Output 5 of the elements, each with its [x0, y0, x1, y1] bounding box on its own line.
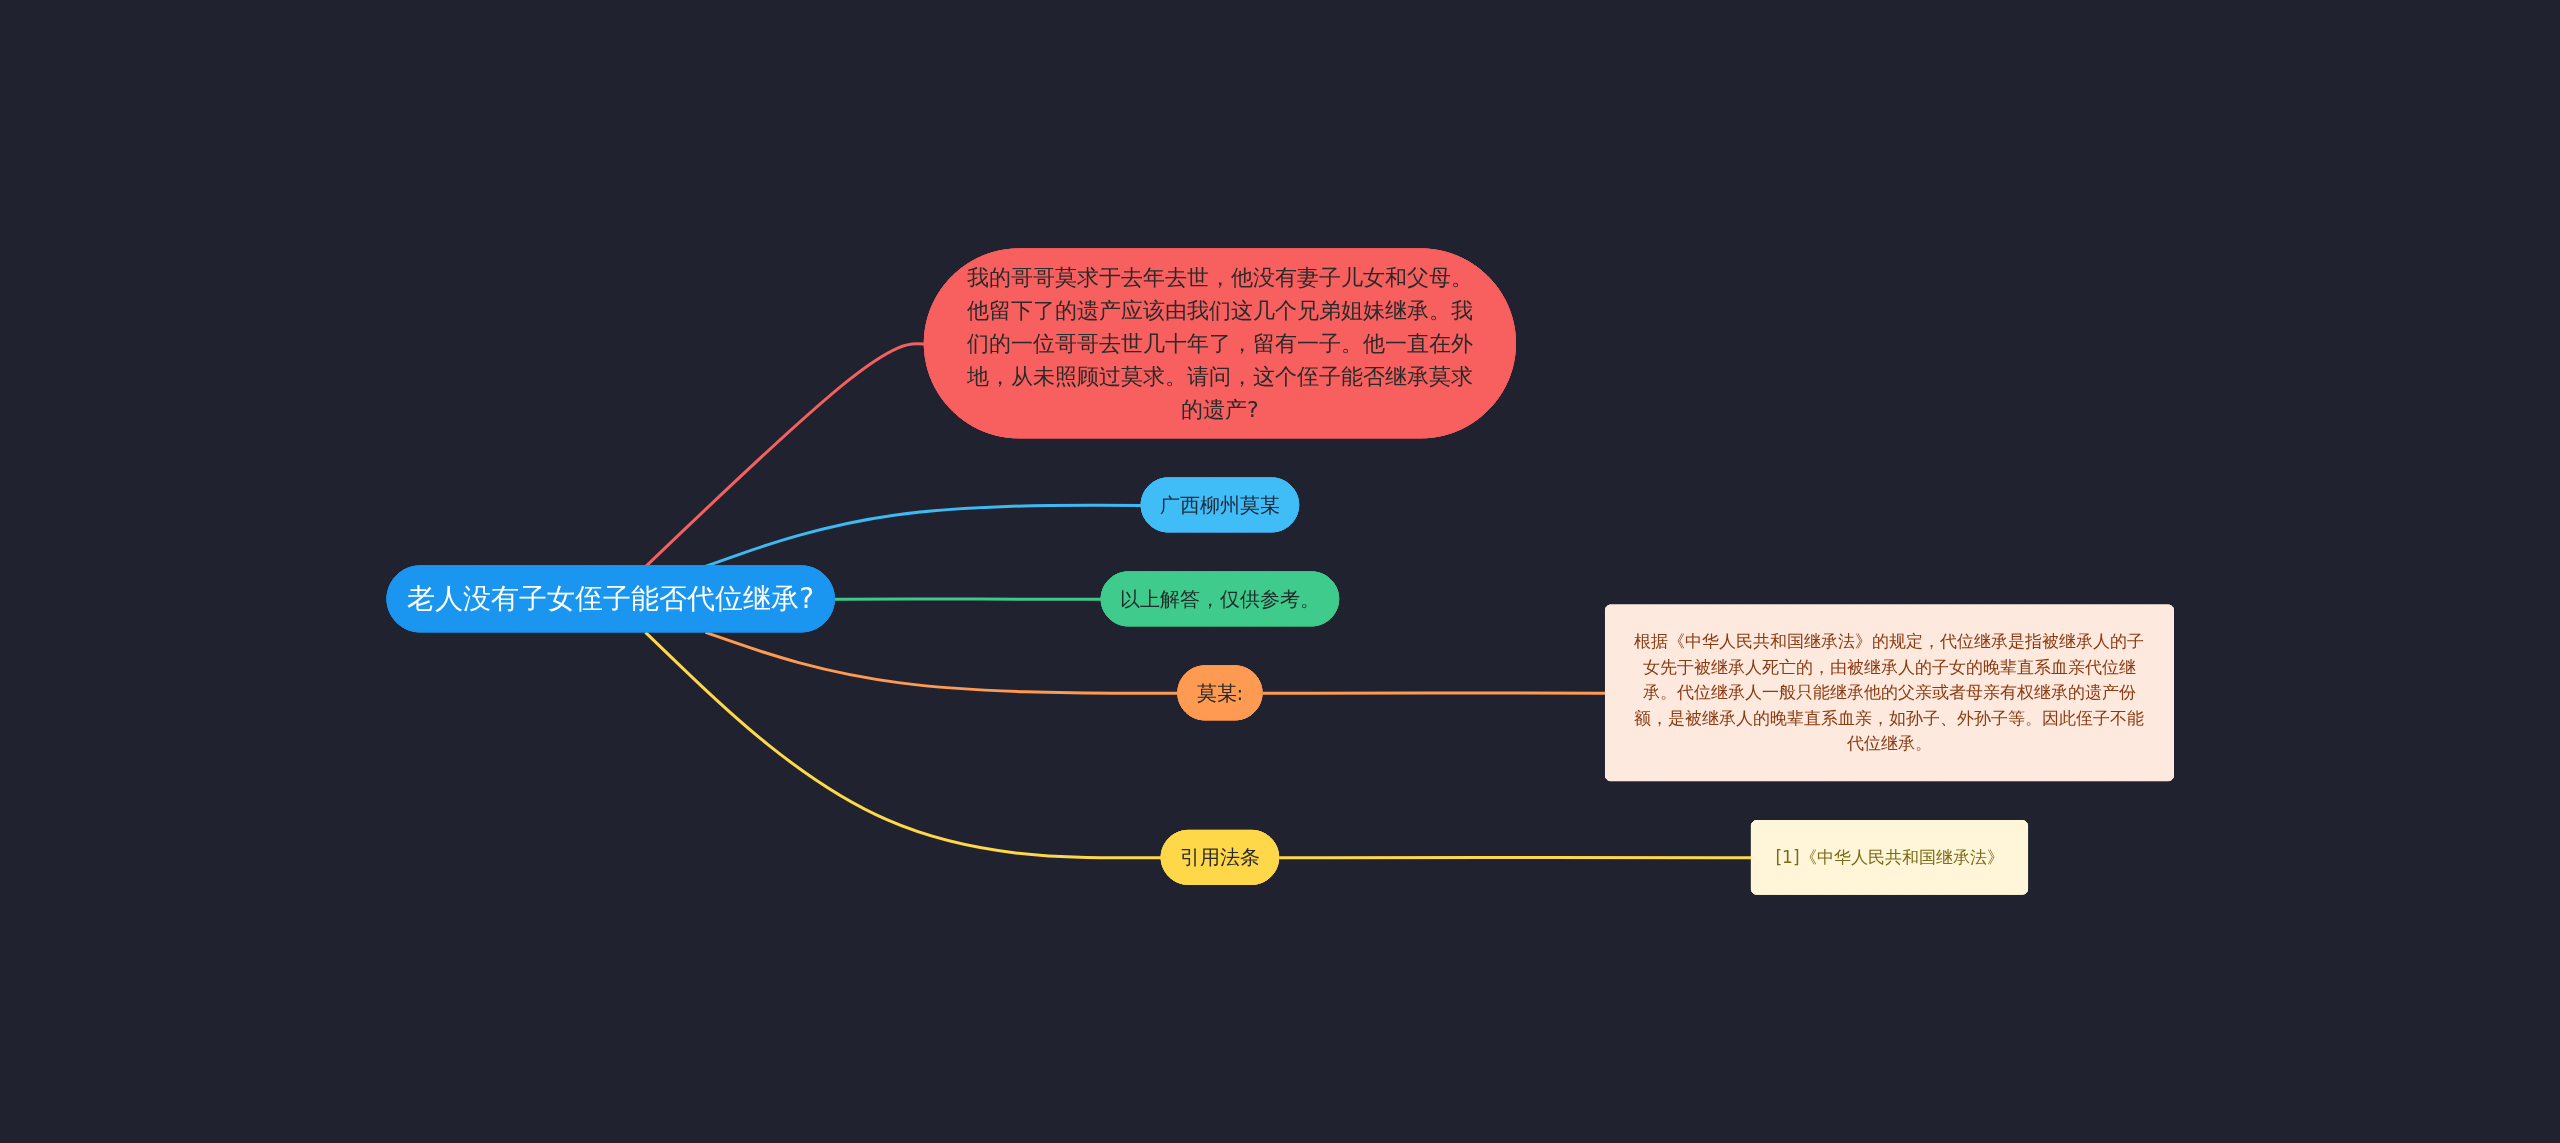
connector	[704, 630, 1179, 695]
connector	[1262, 691, 1606, 695]
connector	[1278, 856, 1752, 860]
connector	[644, 631, 1162, 860]
connector	[834, 597, 1102, 601]
